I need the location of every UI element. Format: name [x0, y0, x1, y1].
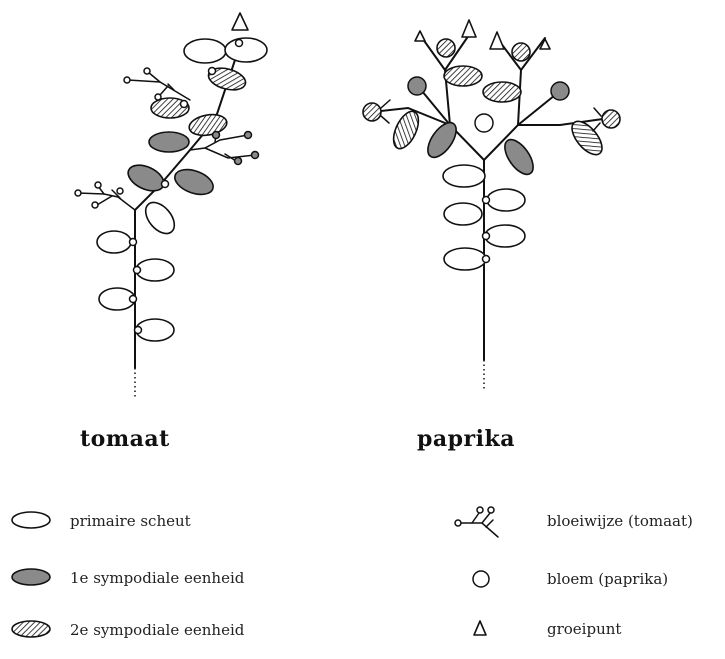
- leaf: [444, 66, 482, 86]
- leaf: [444, 203, 482, 225]
- growing-point-swatch-icon: [474, 621, 486, 635]
- second-sympodial-swatch-icon: [12, 621, 50, 637]
- pepper-second-sympodial-leaves: [363, 39, 620, 160]
- leaf: [443, 165, 485, 187]
- leaf: [485, 225, 525, 247]
- tomato-first-sympodial-leaves: [124, 132, 216, 199]
- leaf: [422, 118, 461, 162]
- leaf: [171, 165, 216, 199]
- leaf: [149, 132, 189, 152]
- leaf: [444, 248, 486, 270]
- tomato-inflorescence-lower: [75, 182, 135, 210]
- legend-growing-point: groeipunt: [547, 620, 621, 638]
- leaf: [388, 108, 423, 153]
- tomato-growing-point-icon: [232, 13, 248, 30]
- leaf: [97, 231, 131, 253]
- leaf: [188, 112, 229, 138]
- tomato-title: tomaat: [80, 426, 170, 452]
- first-sympodial-swatch-icon: [12, 569, 50, 585]
- legend-inflorescence: bloeiwijze (tomaat): [547, 512, 693, 530]
- legend-second-sympodial: 2e sympodiale eenheid: [70, 621, 245, 639]
- pepper-title: paprika: [417, 426, 515, 452]
- primary-shoot-swatch-icon: [12, 512, 50, 528]
- legend-primary-shoot: primaire scheut: [70, 512, 191, 530]
- legend-flower: bloem (paprika): [547, 570, 668, 588]
- flower-swatch-icon: [473, 571, 489, 587]
- leaf: [483, 82, 521, 102]
- pepper-flower-icon: [475, 114, 493, 132]
- inflorescence-swatch-icon: [455, 507, 498, 537]
- leaf: [136, 259, 174, 281]
- legend: primaire scheut 1e sympodiale eenheid 2e…: [12, 507, 693, 639]
- tomato-plant: [75, 13, 267, 398]
- legend-first-sympodial: 1e sympodiale eenheid: [70, 569, 245, 587]
- leaf: [140, 197, 180, 239]
- tomato-inflorescence-upper: [124, 68, 190, 100]
- tomato-second-sympodial-leaves: [151, 64, 248, 138]
- leaf: [487, 189, 525, 211]
- leaf: [184, 39, 226, 63]
- pepper-plant: [363, 20, 620, 390]
- leaf: [124, 160, 168, 196]
- leaf: [225, 38, 267, 62]
- leaf: [499, 135, 538, 179]
